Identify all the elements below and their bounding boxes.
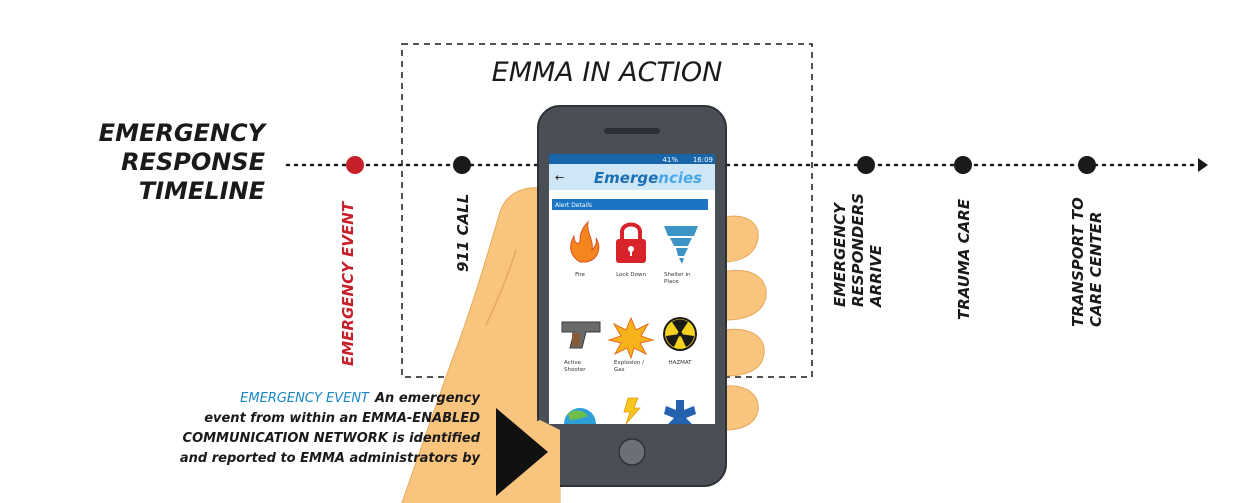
alert-hazmat[interactable]: HAZMAT — [663, 317, 697, 366]
description-line-1: EMERGENCY EVENT An emergency — [240, 391, 480, 406]
stage-label-line: CARE CENTER — [1087, 212, 1105, 327]
handgun-grip — [572, 333, 580, 346]
marker-emergency-event — [346, 156, 364, 174]
handgun-icon — [561, 321, 601, 349]
app-title-part-1: Emerge — [594, 169, 658, 187]
stage-label-911-call: 911 CALL — [454, 194, 472, 272]
pointer-arrow — [496, 408, 548, 496]
action-box-title: EMMA IN ACTION — [492, 57, 723, 88]
heading-line-1: EMERGENCY — [99, 119, 268, 147]
alert-label: Gas — [614, 367, 625, 373]
padlock-shackle — [620, 222, 642, 240]
marker-transport — [1078, 156, 1096, 174]
phone-speaker — [604, 128, 660, 134]
description-highlight: EMERGENCY EVENT — [240, 391, 370, 406]
stage-label-transport: TRANSPORT TO CARE CENTER — [1069, 197, 1105, 327]
alert-explosion[interactable]: Explosion / Gas — [607, 316, 655, 373]
section-header — [552, 199, 708, 210]
phone-home-button[interactable] — [618, 438, 646, 466]
padlock-keyhole — [628, 246, 634, 252]
hand-illustration — [401, 187, 767, 503]
app-title-part-2: ncies — [658, 169, 702, 187]
description-line-3: COMMUNICATION NETWORK is identified — [183, 431, 481, 446]
alert-label: Shooter — [564, 367, 586, 373]
alert-shelter-in-place[interactable]: Shelter in Place — [664, 226, 698, 285]
marker-911-call — [453, 156, 471, 174]
marker-responders-arrive — [857, 156, 875, 174]
alert-star-of-life[interactable] — [664, 400, 696, 424]
smartphone: 41% 16:09 ← Emergencies Alert Details Fi… — [537, 105, 727, 487]
star-of-life-icon — [664, 400, 696, 424]
heading-line-2: RESPONSE — [121, 148, 266, 176]
status-battery: 41% — [662, 156, 678, 164]
stage-label-line: ARRIVE — [867, 244, 885, 308]
back-arrow-icon[interactable]: ← — [555, 171, 564, 184]
alert-label: Fire — [575, 272, 585, 278]
timeline-heading: EMERGENCY RESPONSE TIMELINE — [99, 119, 268, 205]
tornado-icon — [664, 226, 698, 264]
alert-active-shooter[interactable]: Active Shooter — [561, 321, 601, 373]
alert-label: Shelter in — [664, 272, 691, 278]
explosion-icon — [607, 316, 655, 360]
stage-label-line: RESPONDERS — [849, 193, 867, 307]
alert-lock-down[interactable]: Lock Down — [616, 222, 646, 279]
fire-icon — [570, 220, 600, 263]
padlock-keyhole-slot — [630, 250, 632, 256]
alert-label: Place — [664, 279, 679, 285]
app-bar — [549, 164, 715, 190]
description-line-2: event from within an EMMA-ENABLED — [204, 411, 480, 426]
stage-label-line: TRANSPORT TO — [1069, 197, 1087, 327]
section-header-label: Alert Details — [555, 202, 592, 209]
stage-label-responders-arrive: EMERGENCY RESPONDERS ARRIVE — [831, 193, 885, 308]
app-title: Emergencies — [594, 169, 702, 187]
stage-label-line: EMERGENCY — [831, 201, 849, 307]
stage-label-trauma-care: TRAUMA CARE — [955, 198, 973, 320]
status-time: 16:09 — [693, 156, 713, 164]
alert-fire[interactable]: Fire — [570, 220, 600, 278]
alert-lightning[interactable] — [623, 397, 641, 425]
alert-globe[interactable] — [564, 408, 596, 424]
marker-trauma-care — [954, 156, 972, 174]
phone-screen — [549, 154, 715, 424]
alert-label: Explosion / — [614, 360, 644, 366]
radiation-icon-center — [677, 331, 683, 337]
lightning-icon — [623, 397, 641, 425]
description-line-1-text: An emergency — [374, 391, 481, 406]
alert-label: Active — [564, 360, 582, 366]
alert-label: Lock Down — [616, 272, 646, 278]
globe-landmass — [568, 410, 588, 420]
heading-line-3: TIMELINE — [139, 177, 266, 205]
stage-label-emergency-event: EMERGENCY EVENT — [339, 200, 357, 366]
timeline-arrowhead — [1198, 158, 1208, 172]
alert-label: HAZMAT — [668, 360, 692, 366]
status-bar — [549, 154, 715, 164]
event-description: EMERGENCY EVENT An emergency event from w… — [180, 391, 481, 466]
description-line-4: and reported to EMMA administrators by — [180, 451, 481, 466]
